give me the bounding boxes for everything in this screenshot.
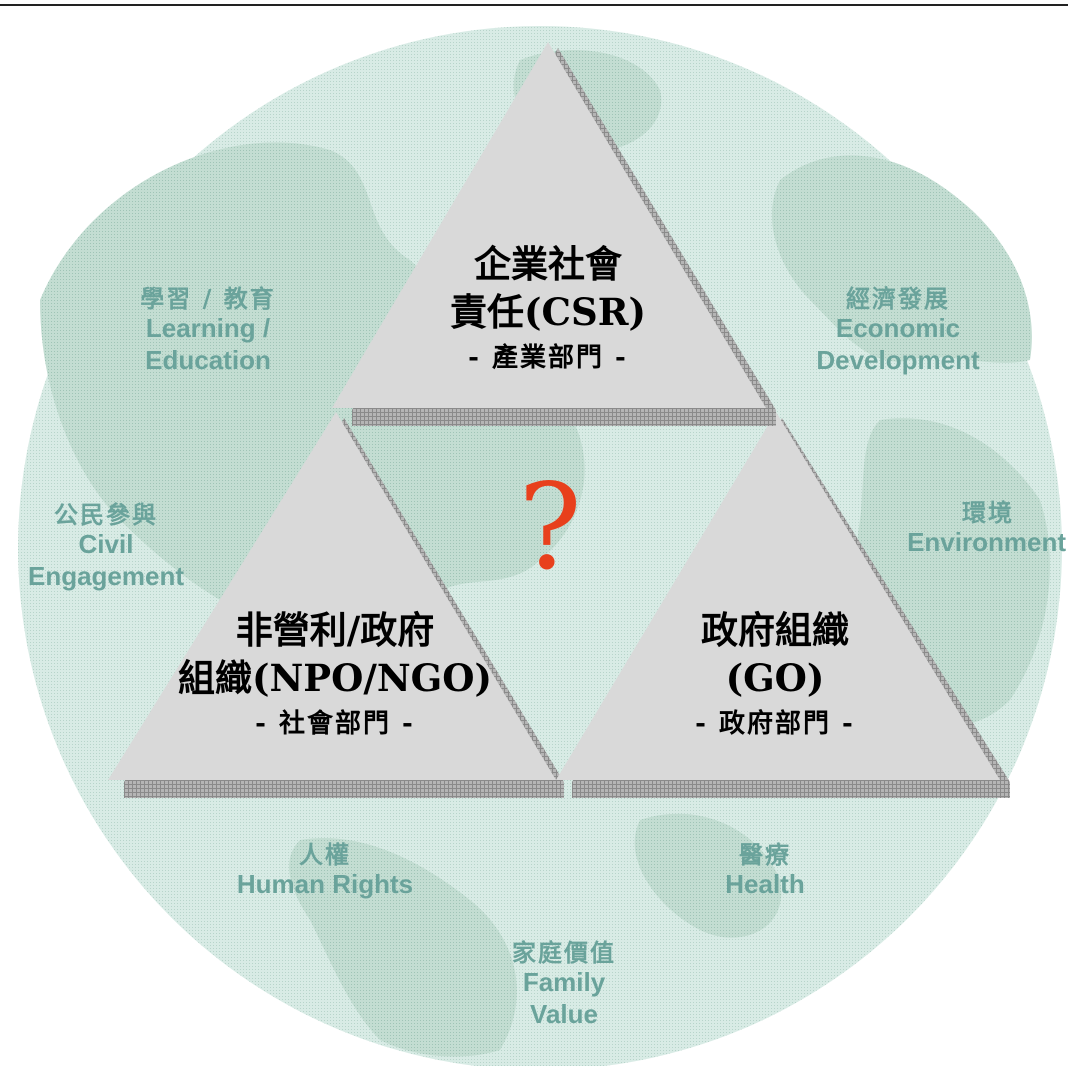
label-human-rights-zh: 人權 xyxy=(299,840,351,869)
label-education: 學習 / 教育 Learning / Education xyxy=(118,284,298,377)
label-family-en2: Value xyxy=(530,998,598,1029)
label-civil: 公民參與 Civil Engagement xyxy=(6,500,206,593)
triangle-go-face xyxy=(556,412,1000,780)
triangle-go xyxy=(556,412,1010,798)
label-family-en1: Family xyxy=(522,967,606,998)
npo-ngo-title-line1: 非營利/政府 xyxy=(235,608,435,652)
triangle-csr xyxy=(332,42,776,426)
label-education-en1: Learning / xyxy=(145,313,271,344)
label-family: 家庭價值 Family Value xyxy=(484,938,644,1031)
triangle-csr-face xyxy=(332,42,766,408)
go-text: 政府組織 (GO) - 政府部門 - xyxy=(630,606,920,742)
continent-south-america xyxy=(289,838,517,1057)
label-human-rights-en1: Human Rights xyxy=(236,869,414,900)
csr-text: 企業社會 責任(CSR) - 產業部門 - xyxy=(398,240,698,376)
label-health-zh: 醫療 xyxy=(739,840,791,869)
go-title-line2: (GO) xyxy=(725,656,825,700)
continent-north-america xyxy=(40,142,585,700)
label-human-rights: 人權 Human Rights xyxy=(200,840,450,901)
npo-ngo-title-line2: 組織(NPO/NGO) xyxy=(177,656,493,700)
top-rule xyxy=(0,4,1068,6)
label-economic-zh: 經濟發展 xyxy=(846,284,950,313)
triangle-npo-ngo-face xyxy=(108,412,556,780)
continent-europe xyxy=(771,155,1032,363)
go-sector: - 政府部門 - xyxy=(695,709,855,739)
label-family-zh: 家庭價值 xyxy=(512,938,616,967)
label-civil-zh: 公民參與 xyxy=(54,500,158,529)
label-economic-en1: Economic xyxy=(835,313,961,344)
label-economic: 經濟發展 Economic Development xyxy=(790,284,1006,377)
label-civil-en2: Engagement xyxy=(27,560,185,591)
label-environment: 環境 Environment xyxy=(870,498,1066,559)
label-civil-en1: Civil xyxy=(78,529,134,560)
csr-title-line1: 企業社會 xyxy=(474,242,622,286)
label-education-zh: 學習 / 教育 xyxy=(140,284,276,313)
label-health: 醫療 Health xyxy=(690,840,840,901)
question-mark: ? xyxy=(518,458,582,596)
npo-ngo-text: 非營利/政府 組織(NPO/NGO) - 社會部門 - xyxy=(150,606,520,742)
continent-island xyxy=(634,813,782,938)
globe-continents xyxy=(40,50,1050,1057)
csr-sector: - 產業部門 - xyxy=(468,343,628,373)
label-environment-zh: 環境 xyxy=(962,498,1014,527)
label-environment-en1: Environment xyxy=(907,527,1066,558)
csr-title-line2: 責任(CSR) xyxy=(450,290,646,334)
triangle-npo-ngo xyxy=(108,412,564,798)
label-education-en2: Education xyxy=(145,344,271,375)
label-economic-en2: Development xyxy=(816,344,980,375)
go-title-line1: 政府組織 xyxy=(701,608,849,652)
label-health-en1: Health xyxy=(725,869,805,900)
npo-ngo-sector: - 社會部門 - xyxy=(255,709,415,739)
